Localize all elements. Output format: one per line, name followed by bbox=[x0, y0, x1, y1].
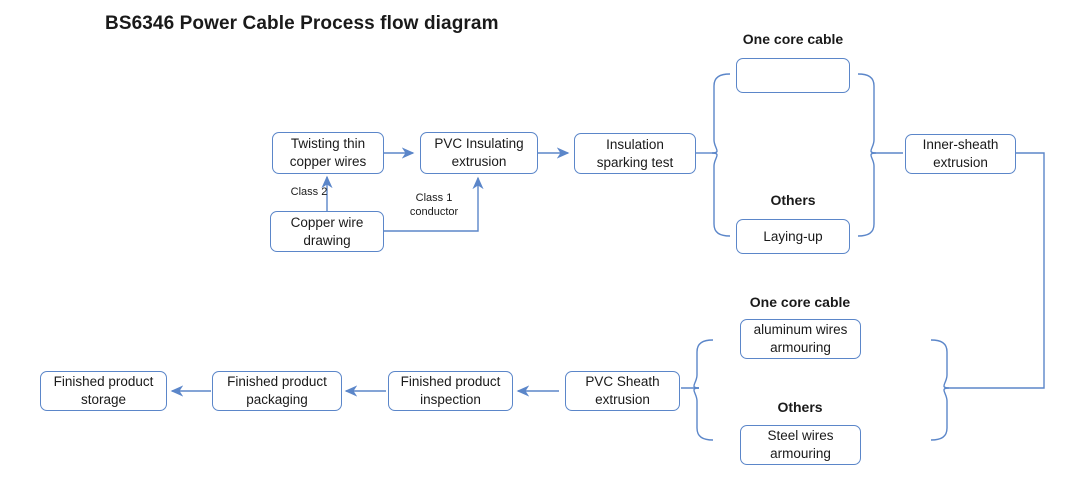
group-label-one-core-cable-bottom: One core cable bbox=[749, 294, 851, 310]
group-label-one-core-cable-top: One core cable bbox=[742, 31, 844, 47]
node-inner-sheath-extrusion[interactable]: Inner-sheath extrusion bbox=[905, 134, 1016, 174]
page-title: BS6346 Power Cable Process flow diagram bbox=[105, 13, 499, 34]
edge-label-class-2: Class 2 bbox=[290, 186, 328, 198]
node-pvc-sheath-extrusion[interactable]: PVC Sheath extrusion bbox=[565, 371, 680, 411]
node-steel-wires-armouring[interactable]: Steel wires armouring bbox=[740, 425, 861, 465]
node-copper-wire-drawing[interactable]: Copper wire drawing bbox=[270, 211, 384, 252]
group-label-others-top: Others bbox=[770, 192, 816, 208]
node-aluminum-wires-armouring[interactable]: aluminum wires armouring bbox=[740, 319, 861, 359]
edge-label-class-1-conductor: Class 1 conductor bbox=[409, 192, 459, 218]
node-finished-product-storage[interactable]: Finished product storage bbox=[40, 371, 167, 411]
node-pass-through-one-core[interactable] bbox=[736, 58, 850, 93]
node-twisting-thin-copper-wires[interactable]: Twisting thin copper wires bbox=[272, 132, 384, 174]
group-label-others-bottom: Others bbox=[777, 399, 823, 415]
node-insulation-sparking-test[interactable]: Insulation sparking test bbox=[574, 133, 696, 174]
node-finished-product-inspection[interactable]: Finished product inspection bbox=[388, 371, 513, 411]
node-laying-up[interactable]: Laying-up bbox=[736, 219, 850, 254]
node-pvc-insulating-extrusion[interactable]: PVC Insulating extrusion bbox=[420, 132, 538, 174]
node-finished-product-packaging[interactable]: Finished product packaging bbox=[212, 371, 342, 411]
